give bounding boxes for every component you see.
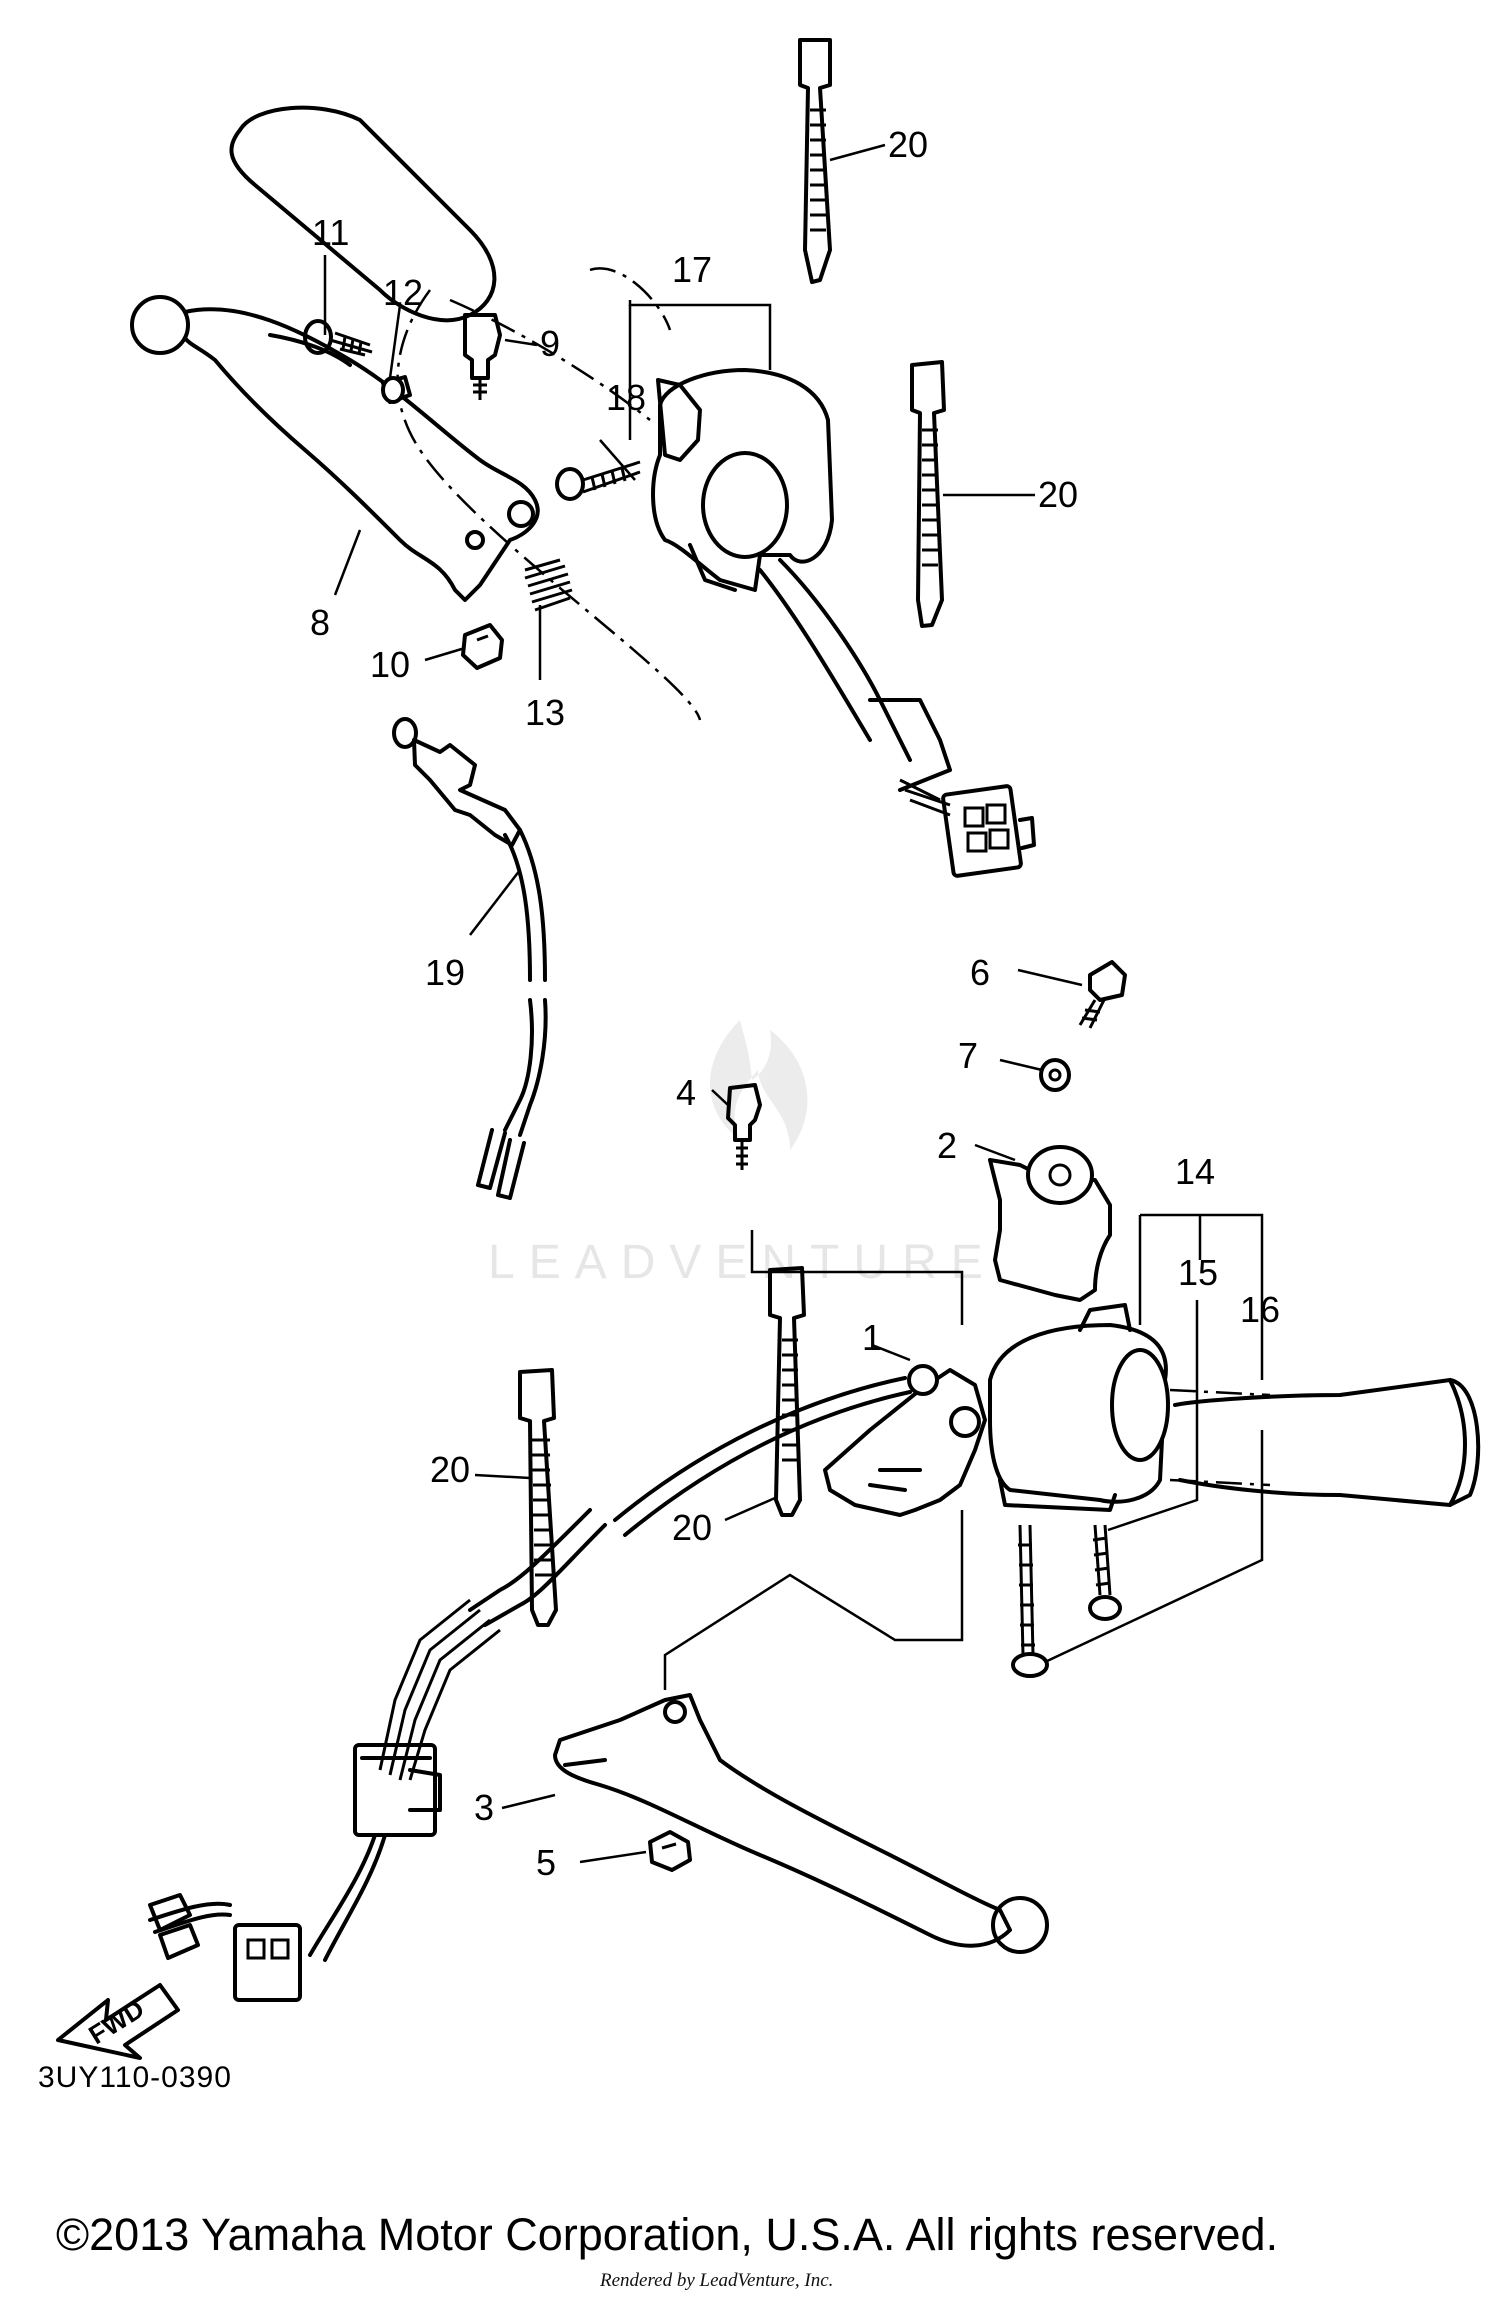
connector-lower	[148, 1743, 442, 2002]
callout-7: 7	[958, 1035, 978, 1076]
callout-19: 19	[425, 952, 465, 993]
callout-1: 1	[862, 1317, 882, 1358]
cable	[378, 1376, 912, 1781]
cable-tie-20-lower-b	[518, 1368, 558, 1627]
callout-18: 18	[606, 377, 646, 418]
nut-7	[1039, 1058, 1071, 1092]
bolt-4	[726, 1083, 762, 1170]
callout-16: 16	[1240, 1289, 1280, 1330]
collar-12	[381, 375, 412, 404]
screw-18	[555, 460, 641, 501]
callout-4: 4	[676, 1072, 696, 1113]
screw-11	[303, 319, 373, 357]
lever-3	[553, 1693, 1049, 1954]
switch-14	[988, 1303, 1170, 1512]
callout-3: 3	[474, 1787, 494, 1828]
leader-lines	[323, 143, 1264, 1864]
rendered-by-note: Rendered by LeadVenture, Inc.	[600, 2270, 834, 2291]
watermark-text: LEADVENTURE	[488, 1236, 997, 1289]
callout-9: 9	[540, 323, 560, 364]
callout-20-center: 20	[672, 1507, 712, 1548]
callout-5: 5	[536, 1842, 556, 1883]
nut-10	[461, 623, 504, 670]
callout-15: 15	[1178, 1252, 1218, 1293]
nut-5	[648, 1830, 692, 1872]
screw-15	[1088, 1524, 1122, 1621]
cable-tie-20-lower-a	[768, 1266, 806, 1517]
bolt-9	[463, 313, 502, 400]
perch-1	[823, 1364, 987, 1517]
cable-tie-20-upper-a	[798, 38, 832, 284]
callout-12: 12	[383, 272, 423, 313]
lower-grip	[1169, 1378, 1481, 1507]
diagram-code: 3UY110-0390	[38, 2061, 232, 2094]
callout-11: 11	[312, 212, 349, 253]
callout-8: 8	[310, 602, 330, 643]
cable-tie-20-upper-b	[910, 360, 946, 628]
watermark: LEADVENTURE	[488, 1020, 997, 1289]
screw-6	[1078, 960, 1127, 1029]
screw-16	[1011, 1524, 1049, 1678]
brake-switch-19	[392, 717, 548, 1200]
callout-17: 17	[672, 249, 712, 290]
spring-13	[524, 558, 573, 612]
watermark-flame-icon	[710, 1020, 808, 1150]
fwd-arrow-label: FWD	[83, 1993, 149, 2050]
lever-8	[130, 295, 540, 602]
holder-2	[988, 1145, 1112, 1302]
callout-13: 13	[525, 692, 565, 733]
callouts: 20 20 17 18 11 12 9 8 10 13 19 6 7 4 2 1…	[310, 124, 1280, 1883]
callout-20-mid: 20	[1038, 474, 1078, 515]
callout-20-top: 20	[888, 124, 928, 165]
callout-20-left: 20	[430, 1449, 470, 1490]
callout-10: 10	[370, 644, 410, 685]
copyright-notice: ©2013 Yamaha Motor Corporation, U.S.A. A…	[56, 2209, 1279, 2260]
callout-6: 6	[970, 952, 990, 993]
callout-2: 2	[937, 1125, 957, 1166]
fwd-arrow: FWD	[56, 1983, 180, 2060]
callout-14: 14	[1175, 1151, 1215, 1192]
switch-17	[651, 368, 1036, 878]
